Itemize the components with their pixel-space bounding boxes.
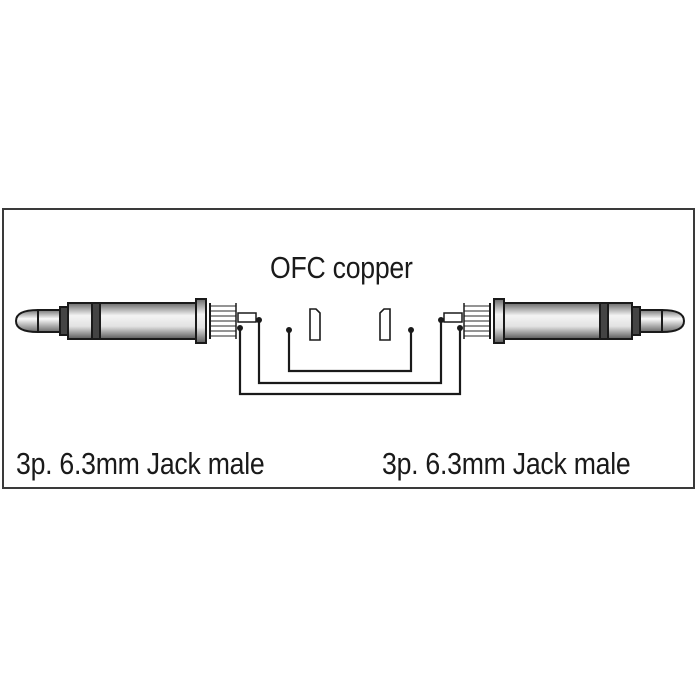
wire-sleeve	[238, 328, 462, 396]
diagram-frame	[2, 208, 695, 489]
left-jack-plug-icon	[14, 298, 321, 344]
wiring-lines	[238, 320, 462, 396]
diagram-title: OFC copper	[270, 250, 413, 285]
wire-ring	[257, 320, 443, 385]
left-connector-label: 3p. 6.3mm Jack male	[16, 446, 265, 481]
right-connector-label: 3p. 6.3mm Jack male	[382, 446, 631, 481]
wire-tip	[287, 330, 413, 373]
right-jack-plug-icon	[379, 298, 686, 344]
